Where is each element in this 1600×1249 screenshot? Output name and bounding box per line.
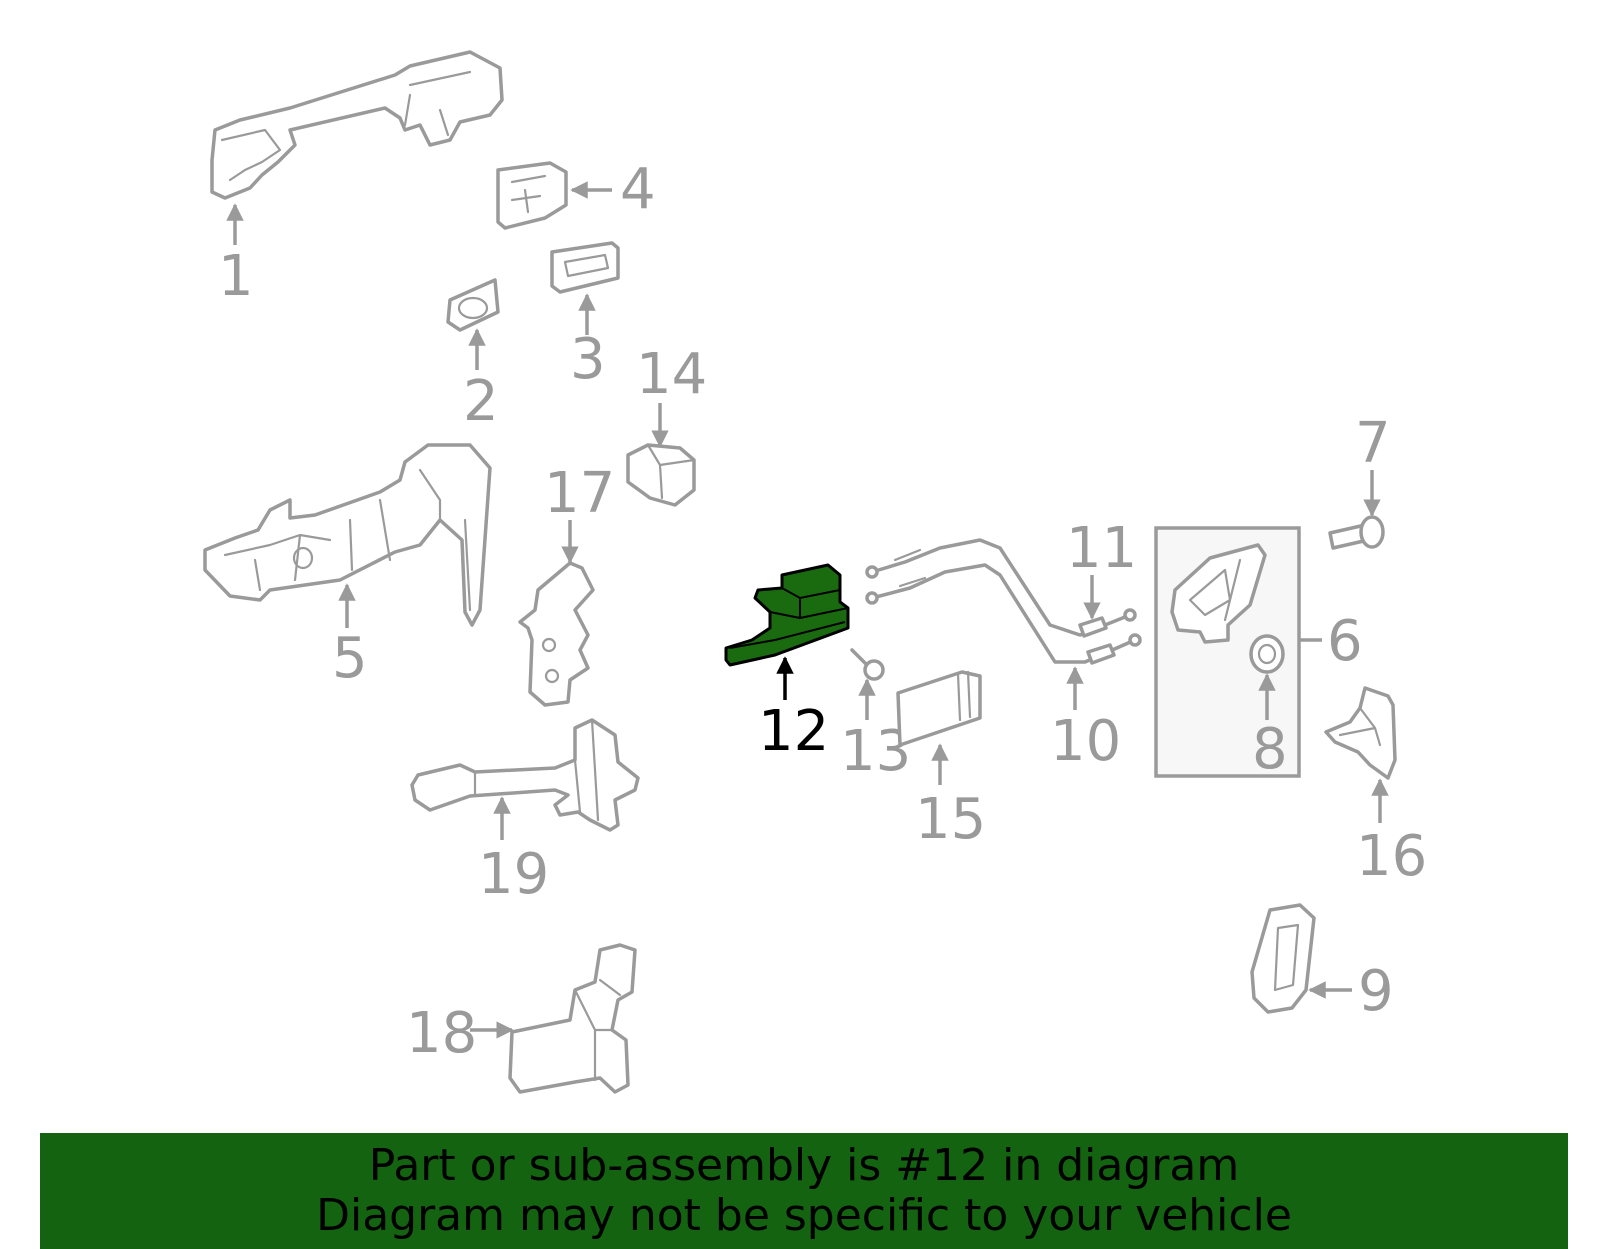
callout-4[interactable]: 4 [620,157,656,222]
banner-line-1: Part or sub-assembly is #12 in diagram [368,1140,1240,1191]
part-1-outside-handle[interactable] [210,50,504,200]
part-9-seal[interactable] [1250,903,1316,1014]
part-8-grommet[interactable] [1249,634,1285,674]
info-banner: Part or sub-assembly is #12 in diagram D… [40,1133,1568,1249]
callout-12[interactable]: 12 [758,699,829,764]
callout-16[interactable]: 16 [1356,824,1427,889]
part-6-lock-assembly[interactable] [1154,526,1301,778]
callout-1[interactable]: 1 [218,244,254,309]
part-12-inside-handle[interactable] [724,563,850,667]
callout-2[interactable]: 2 [463,369,499,434]
callout-8[interactable]: 8 [1252,717,1288,782]
callout-19[interactable]: 19 [478,842,549,907]
callout-10[interactable]: 10 [1050,709,1121,774]
callout-7[interactable]: 7 [1355,411,1391,476]
callout-15[interactable]: 15 [915,787,986,852]
part-19-door-check[interactable] [410,718,640,832]
part-4-handle-cap[interactable] [496,161,568,230]
banner-background [40,1133,1568,1249]
part-13-screw[interactable] [850,648,885,681]
callout-17[interactable]: 17 [544,461,615,526]
callout-5[interactable]: 5 [332,626,368,691]
callout-18[interactable]: 18 [406,1001,477,1066]
callout-11[interactable]: 11 [1066,516,1137,581]
callout-14[interactable]: 14 [636,342,707,407]
callout-6[interactable]: 6 [1327,609,1363,674]
callout-3[interactable]: 3 [570,327,606,392]
banner-line-2: Diagram may not be specific to your vehi… [316,1190,1292,1241]
part-10-11-cables[interactable] [865,538,1142,665]
part-5-handle-frame[interactable] [203,443,492,627]
part-16-striker[interactable] [1324,686,1397,780]
part-15-module[interactable] [896,670,982,747]
part-18-bracket[interactable] [508,943,637,1094]
callout-9[interactable]: 9 [1358,959,1394,1024]
part-17-bracket[interactable] [518,561,595,707]
part-3-pad[interactable] [550,241,620,294]
part-2-gasket[interactable] [446,278,500,332]
part-7-screw[interactable] [1328,515,1385,550]
part-14-cover[interactable] [626,443,696,507]
